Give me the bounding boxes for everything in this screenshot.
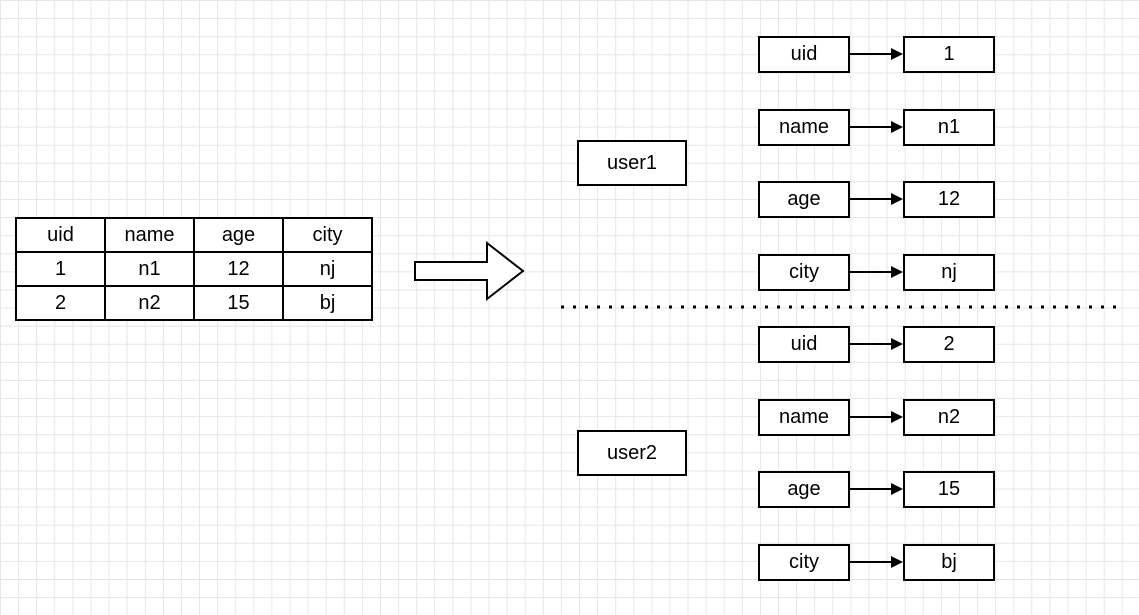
- field-value-box: 2: [903, 326, 995, 363]
- field-arrow: [850, 338, 903, 350]
- field-arrow: [850, 266, 903, 278]
- field-arrow: [850, 483, 903, 495]
- table-cell: n2: [104, 285, 195, 321]
- field-key-box: city: [758, 254, 850, 291]
- field-key-box: age: [758, 471, 850, 508]
- field-value-box: 12: [903, 181, 995, 218]
- field-key-box: name: [758, 399, 850, 436]
- field-arrow: [850, 121, 903, 133]
- user2-node: user2: [577, 430, 687, 476]
- table-header-cell: name: [104, 217, 195, 253]
- table-cell: 1: [15, 251, 106, 287]
- source-table: uid name age city 1 n1 12 nj 2 n2 15 bj: [15, 217, 373, 321]
- field-key-box: name: [758, 109, 850, 146]
- field-arrow: [850, 48, 903, 60]
- table-header-cell: age: [193, 217, 284, 253]
- field-value-box: n1: [903, 109, 995, 146]
- transform-block-arrow: [414, 240, 525, 302]
- table-header-cell: uid: [15, 217, 106, 253]
- field-value-box: 15: [903, 471, 995, 508]
- table-header-cell: city: [282, 217, 373, 253]
- field-key-box: uid: [758, 326, 850, 363]
- field-arrow: [850, 193, 903, 205]
- field-key-box: city: [758, 544, 850, 581]
- table-header-row: uid name age city: [15, 217, 373, 253]
- field-arrow: [850, 411, 903, 423]
- field-value-box: n2: [903, 399, 995, 436]
- field-value-box: 1: [903, 36, 995, 73]
- field-arrow: [850, 556, 903, 568]
- table-cell: 2: [15, 285, 106, 321]
- table-cell: 12: [193, 251, 284, 287]
- field-key-box: age: [758, 181, 850, 218]
- field-value-box: bj: [903, 544, 995, 581]
- table-cell: n1: [104, 251, 195, 287]
- table-row: 1 n1 12 nj: [15, 251, 373, 287]
- table-cell: 15: [193, 285, 284, 321]
- table-cell: bj: [282, 285, 373, 321]
- table-cell: nj: [282, 251, 373, 287]
- user1-node: user1: [577, 140, 687, 186]
- field-value-box: nj: [903, 254, 995, 291]
- table-row: 2 n2 15 bj: [15, 285, 373, 321]
- field-key-box: uid: [758, 36, 850, 73]
